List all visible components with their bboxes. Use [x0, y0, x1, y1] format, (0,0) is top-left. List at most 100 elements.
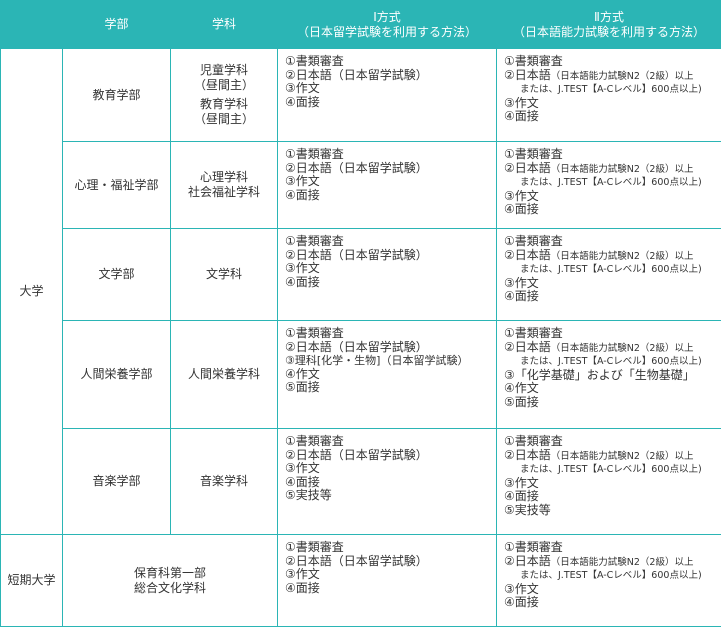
header-method-1: Ⅰ方式 （日本留学試験を利用する方法）	[278, 1, 497, 49]
requirement-item: ③理科[化学・生物]（日本留学試験）	[285, 354, 496, 368]
header-faculty: 学部	[63, 1, 171, 49]
requirement-label: ②日本語	[504, 248, 551, 262]
department-name: 保育科第一部	[63, 566, 277, 581]
requirement-note-alt: または、J.TEST【A-Cレベル】600点以上)	[504, 355, 721, 369]
requirement-item: ③作文	[504, 97, 721, 111]
method-2-cell: ①書類審査 ②日本語（日本語能力試験N2（2級）以上 または、J.TEST【A-…	[497, 321, 721, 429]
department-cell: 心理学科 社会福祉学科	[171, 142, 278, 229]
requirement-item: ④面接	[504, 110, 721, 124]
group-junior-college: 短期大学	[1, 535, 63, 627]
method-2-cell: ①書類審査 ②日本語（日本語能力試験N2（2級）以上 または、J.TEST【A-…	[497, 49, 721, 142]
requirement-note: （日本語能力試験N2（2級）以上	[551, 164, 694, 175]
requirement-item: ③作文	[504, 583, 721, 597]
requirement-label: ②日本語	[504, 340, 551, 354]
department-name: 心理学科	[171, 170, 277, 185]
department-name: 社会福祉学科	[171, 185, 277, 200]
requirement-item: ③作文	[504, 277, 721, 291]
requirement-item: ②日本語（日本留学試験）	[285, 69, 496, 83]
requirement-item: ①書類審査	[504, 235, 721, 249]
header-method-2: Ⅱ方式 （日本語能力試験を利用する方法）	[497, 1, 721, 49]
requirement-item-language: ②日本語（日本語能力試験N2（2級）以上	[504, 162, 721, 177]
requirement-item: ②日本語（日本留学試験）	[285, 555, 496, 569]
department-name: 児童学科	[171, 63, 277, 78]
requirement-note-alt: または、J.TEST【A-Cレベル】600点以上)	[504, 463, 721, 477]
method-2-cell: ①書類審査 ②日本語（日本語能力試験N2（2級）以上 または、J.TEST【A-…	[497, 429, 721, 535]
requirement-item: ④面接	[504, 203, 721, 217]
requirement-item: ③作文	[285, 82, 496, 96]
faculty-cell: 人間栄養学部	[63, 321, 171, 429]
department-cell: 文学科	[171, 229, 278, 321]
requirement-note: （日本語能力試験N2（2級）以上	[551, 71, 694, 82]
requirement-item: ①書類審査	[285, 235, 496, 249]
method-1-cell: ①書類審査 ②日本語（日本留学試験） ③理科[化学・生物]（日本留学試験） ④作…	[278, 321, 497, 429]
method-1-cell: ①書類審査 ②日本語（日本留学試験） ③作文 ④面接	[278, 142, 497, 229]
header-method-1-title: Ⅰ方式	[278, 10, 496, 25]
group-university: 大学	[1, 49, 63, 535]
requirement-item: ④面接	[285, 276, 496, 290]
faculty-cell: 教育学部	[63, 49, 171, 142]
table-row: 短期大学 保育科第一部 総合文化学科 ①書類審査 ②日本語（日本留学試験） ③作…	[1, 535, 721, 627]
requirement-item: ①書類審査	[285, 55, 496, 69]
requirement-item: ④面接	[504, 290, 721, 304]
requirement-note: （日本語能力試験N2（2級）以上	[551, 451, 694, 462]
requirement-item: ③「化学基礎」および「生物基礎」	[504, 369, 721, 383]
requirement-item: ④面接	[285, 96, 496, 110]
method-2-cell: ①書類審査 ②日本語（日本語能力試験N2（2級）以上 または、J.TEST【A-…	[497, 229, 721, 321]
requirement-label: ②日本語	[504, 554, 551, 568]
requirement-item: ⑤面接	[285, 381, 496, 395]
requirement-item: ①書類審査	[285, 541, 496, 555]
department-cell: 人間栄養学科	[171, 321, 278, 429]
header-method-2-title: Ⅱ方式	[497, 10, 721, 25]
method-2-cell: ①書類審査 ②日本語（日本語能力試験N2（2級）以上 または、J.TEST【A-…	[497, 535, 721, 627]
table-row: 心理・福祉学部 心理学科 社会福祉学科 ①書類審査 ②日本語（日本留学試験） ③…	[1, 142, 721, 229]
requirement-item: ①書類審査	[285, 327, 496, 341]
requirement-item: ②日本語（日本留学試験）	[285, 162, 496, 176]
method-1-cell: ①書類審査 ②日本語（日本留学試験） ③作文 ④面接	[278, 49, 497, 142]
requirement-label: ②日本語	[504, 68, 551, 82]
requirement-item: ④面接	[504, 490, 721, 504]
requirement-note: （日本語能力試験N2（2級）以上	[551, 557, 694, 568]
faculty-cell: 音楽学部	[63, 429, 171, 535]
requirement-item: ③作文	[285, 568, 496, 582]
requirement-item-language: ②日本語（日本語能力試験N2（2級）以上	[504, 249, 721, 264]
method-1-cell: ①書類審査 ②日本語（日本留学試験） ③作文 ④面接 ⑤実技等	[278, 429, 497, 535]
header-method-1-subtitle: （日本留学試験を利用する方法）	[278, 25, 496, 40]
requirement-item: ①書類審査	[504, 148, 721, 162]
table-row: 音楽学部 音楽学科 ①書類審査 ②日本語（日本留学試験） ③作文 ④面接 ⑤実技…	[1, 429, 721, 535]
requirement-item-language: ②日本語（日本語能力試験N2（2級）以上	[504, 341, 721, 356]
requirement-item: ④作文	[285, 368, 496, 382]
department-note: （昼間主）	[171, 112, 277, 127]
requirement-item: ③作文	[504, 477, 721, 491]
department-cell: 保育科第一部 総合文化学科	[63, 535, 278, 627]
requirement-label: ②日本語	[504, 161, 551, 175]
requirement-item-language: ②日本語（日本語能力試験N2（2級）以上	[504, 449, 721, 464]
table-row: 人間栄養学部 人間栄養学科 ①書類審査 ②日本語（日本留学試験） ③理科[化学・…	[1, 321, 721, 429]
method-2-cell: ①書類審査 ②日本語（日本語能力試験N2（2級）以上 または、J.TEST【A-…	[497, 142, 721, 229]
requirement-item: ①書類審査	[504, 55, 721, 69]
requirement-item: ①書類審査	[285, 148, 496, 162]
department-cell: 児童学科 （昼間主） 教育学科 （昼間主）	[171, 49, 278, 142]
faculty-cell: 心理・福祉学部	[63, 142, 171, 229]
requirement-note: （日本語能力試験N2（2級）以上	[551, 251, 694, 262]
header-department: 学科	[171, 1, 278, 49]
requirement-item: ①書類審査	[504, 435, 721, 449]
requirement-note-alt: または、J.TEST【A-Cレベル】600点以上)	[504, 569, 721, 583]
requirement-item: ⑤実技等	[285, 489, 496, 503]
requirement-note-alt: または、J.TEST【A-Cレベル】600点以上)	[504, 263, 721, 277]
requirement-item: ③作文	[285, 175, 496, 189]
requirement-item: ④面接	[285, 582, 496, 596]
department-name: 総合文化学科	[63, 581, 277, 596]
faculty-cell: 文学部	[63, 229, 171, 321]
table-row: 大学 教育学部 児童学科 （昼間主） 教育学科 （昼間主） ①書類審査 ②日本語…	[1, 49, 721, 142]
requirement-item: ④面接	[285, 189, 496, 203]
requirement-label: ②日本語	[504, 448, 551, 462]
requirement-item: ②日本語（日本留学試験）	[285, 249, 496, 263]
requirement-note: （日本語能力試験N2（2級）以上	[551, 343, 694, 354]
method-1-cell: ①書類審査 ②日本語（日本留学試験） ③作文 ④面接	[278, 229, 497, 321]
table-row: 文学部 文学科 ①書類審査 ②日本語（日本留学試験） ③作文 ④面接 ①書類審査…	[1, 229, 721, 321]
requirement-item: ③作文	[504, 190, 721, 204]
requirement-item: ①書類審査	[504, 327, 721, 341]
requirement-item-language: ②日本語（日本語能力試験N2（2級）以上	[504, 555, 721, 570]
requirement-item: ②日本語（日本留学試験）	[285, 449, 496, 463]
